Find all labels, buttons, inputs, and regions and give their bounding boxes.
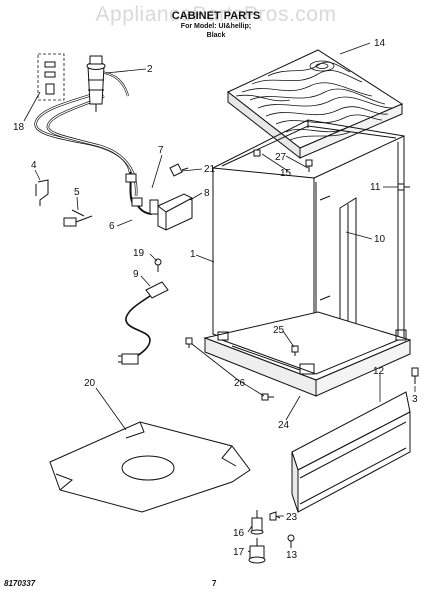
callout-14: 14 (374, 38, 386, 49)
clip-part (35, 179, 49, 206)
callout-labels: 14 2 18 4 5 6 7 8 21 1 19 9 27 15 10 11 … (13, 38, 418, 561)
callout-24: 24 (278, 420, 290, 431)
callout-11: 11 (370, 182, 381, 193)
screw-3 (411, 367, 419, 384)
screw-21 (169, 163, 189, 177)
page-number: 7 (212, 579, 217, 588)
water-valve-assembly (37, 53, 106, 112)
junction-box (149, 193, 193, 231)
callout-5: 5 (74, 187, 80, 198)
callout-18: 18 (13, 122, 25, 133)
model-line: For Model: UI&hellip; (180, 23, 252, 30)
callout-7: 7 (158, 145, 164, 156)
leveling-foot (248, 510, 266, 564)
callout-21: 21 (204, 164, 216, 175)
watermark: AppliancePartsPros.com (95, 3, 337, 26)
callout-13: 13 (286, 550, 298, 561)
callout-3: 3 (412, 394, 418, 405)
callout-1: 1 (190, 249, 196, 260)
document-code: 8170337 (4, 579, 36, 588)
callout-6: 6 (109, 221, 115, 232)
callout-19: 19 (133, 248, 145, 259)
callout-2: 2 (147, 64, 153, 75)
kick-plate (291, 391, 411, 513)
callout-26: 26 (234, 378, 246, 389)
cable-tie-part (63, 209, 93, 227)
insulation-pad (49, 421, 251, 513)
callout-10: 10 (374, 234, 386, 245)
callout-9: 9 (133, 269, 139, 280)
callout-16: 16 (233, 528, 245, 539)
callout-27: 27 (275, 152, 287, 163)
color-line: Black (206, 32, 226, 39)
callout-25: 25 (273, 325, 285, 336)
top-panel (227, 49, 404, 160)
callout-17: 17 (233, 547, 245, 558)
cabinet-screws (185, 149, 410, 401)
power-cord (118, 258, 169, 365)
callout-12: 12 (373, 366, 385, 377)
cabinet-base (203, 311, 412, 397)
screw-23 (269, 511, 281, 521)
leader-lines (23, 42, 416, 553)
page-title: CABINET PARTS (171, 10, 261, 22)
callout-20: 20 (84, 378, 96, 389)
water-hoses (34, 70, 138, 207)
callout-4: 4 (31, 160, 37, 171)
callout-8: 8 (204, 188, 210, 199)
callout-23: 23 (286, 512, 298, 523)
callout-15: 15 (280, 168, 292, 179)
